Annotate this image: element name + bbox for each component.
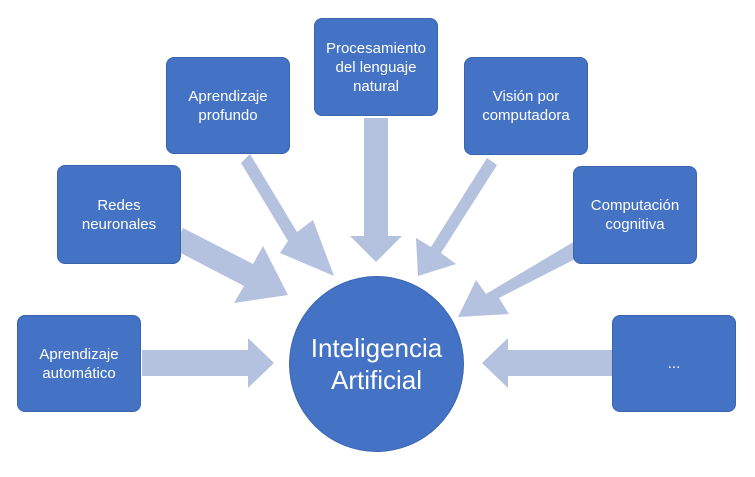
node-label: Aprendizaje	[188, 87, 268, 105]
node-label: Procesamiento	[325, 39, 427, 57]
hub-label: Inteligencia	[310, 333, 443, 363]
node-label: del lenguaje	[335, 58, 417, 76]
node-label: Redes	[97, 196, 141, 214]
node-label: Aprendizaje	[39, 345, 119, 363]
arrow-more	[482, 338, 612, 388]
arrow-vision-computadora	[416, 158, 497, 276]
node-label: natural	[353, 77, 399, 95]
node-more: ...	[612, 315, 736, 412]
hub-label: Artificial	[330, 365, 422, 395]
arrow-aprendizaje-profundo	[241, 154, 334, 276]
node-label: neuronales	[81, 215, 157, 233]
arrow-redes-neuronales	[173, 228, 288, 303]
node-label: computadora	[482, 107, 570, 124]
arrow-computacion-cognitiva	[458, 241, 583, 317]
node-label: ...	[667, 355, 681, 372]
node-label: cognitiva	[605, 216, 665, 233]
node-label: Computación	[590, 197, 680, 214]
node-label: profundo	[198, 106, 258, 124]
node-computacion-cognitiva: Computación cognitiva	[573, 166, 697, 264]
node-vision-computadora: Visión por computadora	[464, 57, 588, 155]
arrow-procesamiento-lenguaje	[350, 118, 402, 262]
node-label: automático	[42, 364, 116, 382]
node-label: Visión por	[492, 88, 560, 105]
arrow-aprendizaje-automatico	[142, 338, 274, 388]
